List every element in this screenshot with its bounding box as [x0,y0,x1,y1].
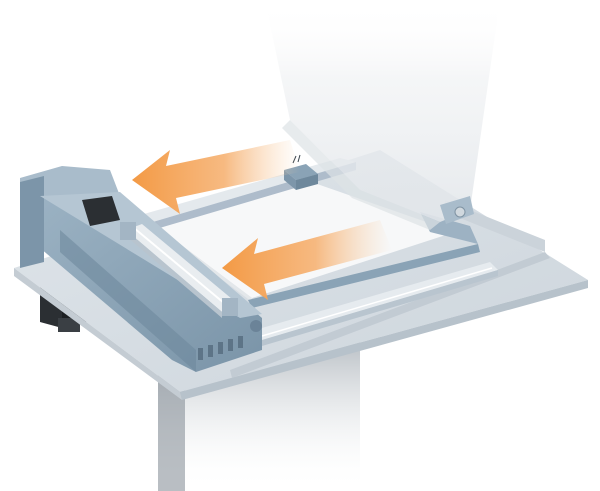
front-rail [255,262,498,346]
feed-arrow-lower [222,220,392,300]
lid-cover [265,0,500,230]
feed-arrow-upper [132,140,300,214]
gantry-rail [120,222,238,318]
